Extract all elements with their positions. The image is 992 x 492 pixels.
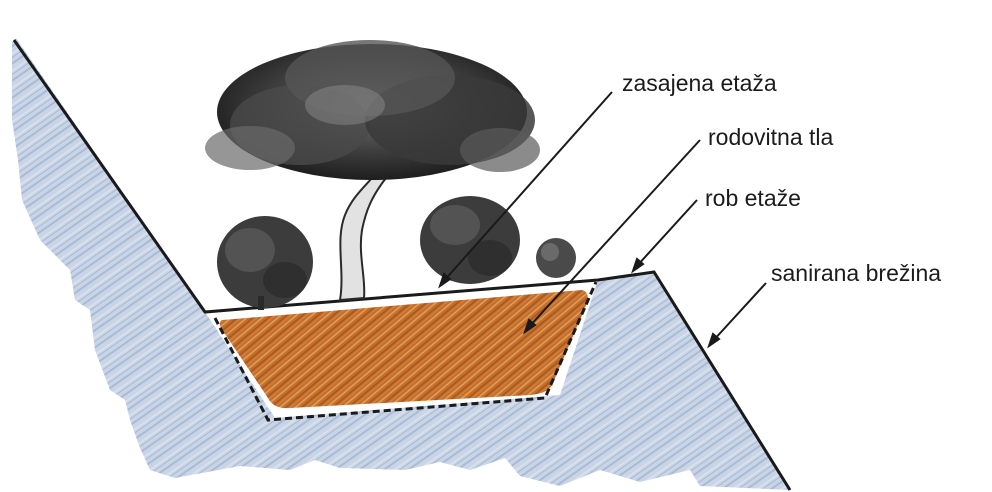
label-restored-slope: sanirana brežina bbox=[771, 262, 941, 285]
label-terrace-edge: rob etaže bbox=[705, 187, 801, 210]
shrub-icon bbox=[536, 238, 576, 278]
shrub-icon bbox=[420, 196, 520, 284]
arrow-restored-slope bbox=[712, 283, 766, 342]
label-fertile-soil: rodovitna tla bbox=[708, 126, 833, 149]
shrub-icon bbox=[217, 216, 313, 310]
arrow-terrace-edge bbox=[636, 200, 697, 267]
label-planted-terrace: zasajena etaža bbox=[622, 72, 777, 95]
